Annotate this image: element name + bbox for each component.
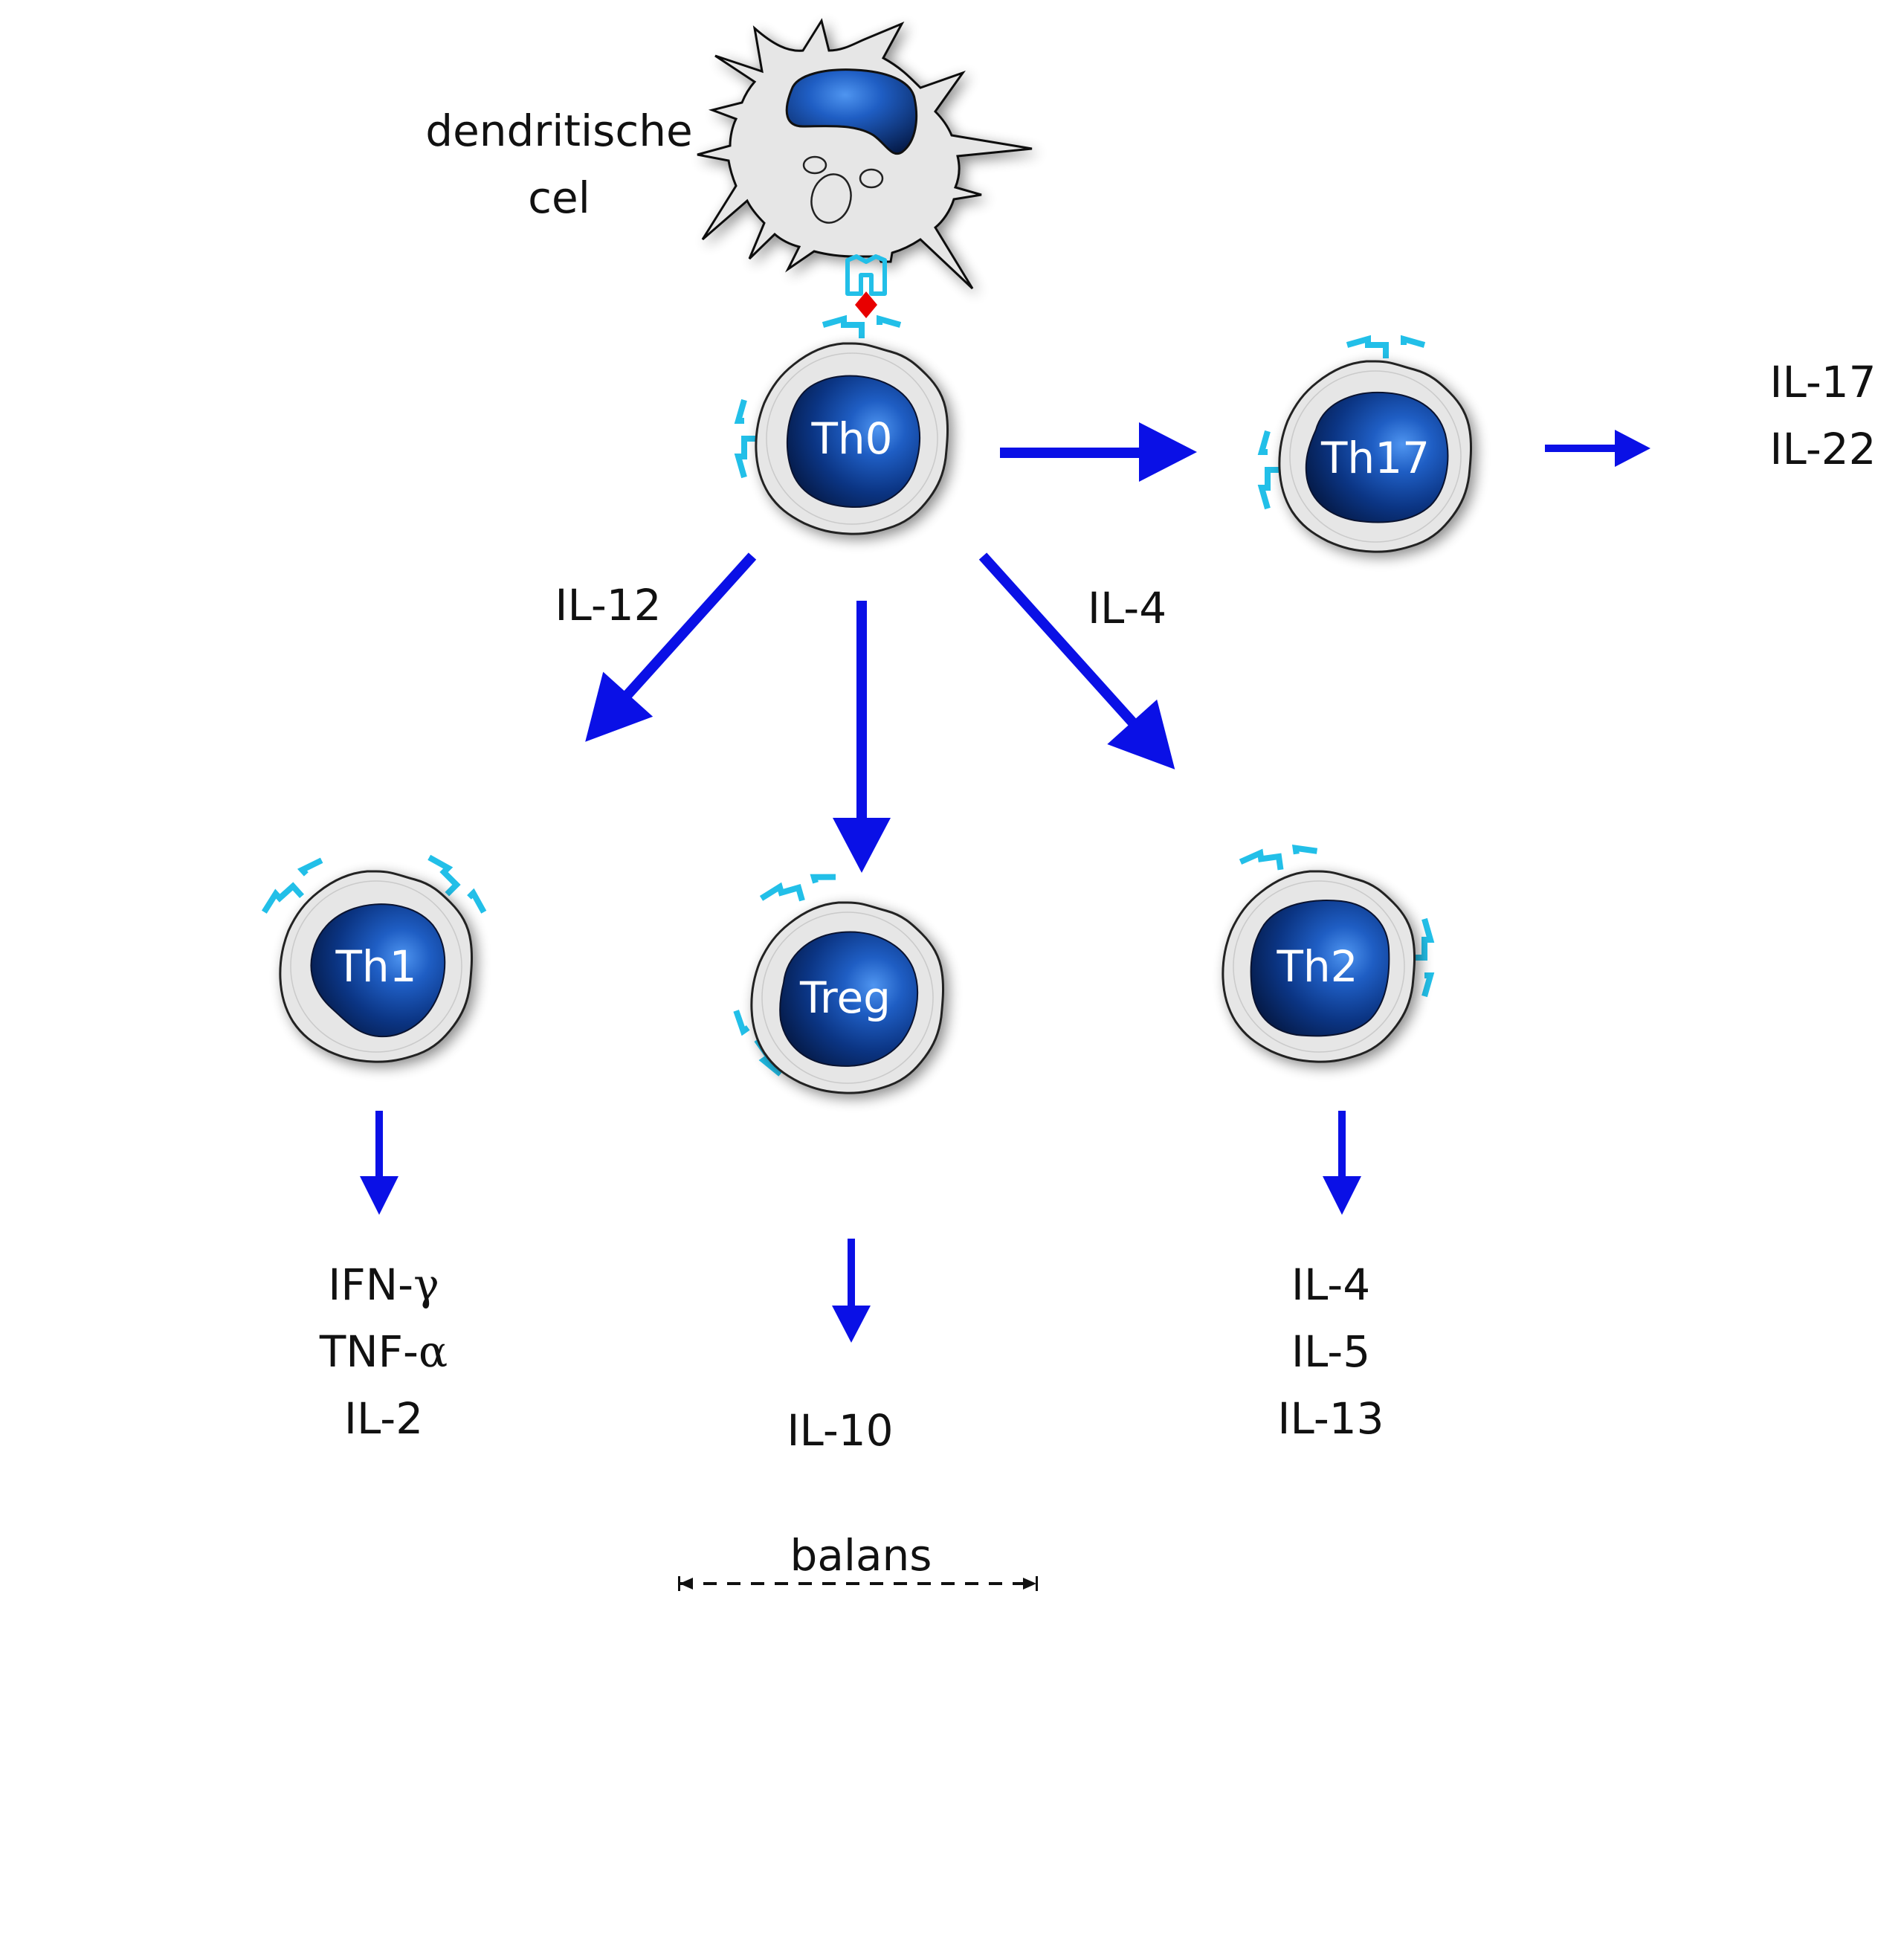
arrow-th0-to-th17 [1000,422,1197,482]
vesicle-small-1 [802,155,827,175]
cytokine-th2-3: IL-13 [1277,1393,1384,1444]
arrow-th0-to-th2 [978,552,1175,769]
cell-th1 [260,854,488,1063]
dendritic-cell [697,18,1033,318]
dendritic-cell-label-line2: cel [528,172,590,223]
antigen-icon [855,291,877,318]
cytokine-th1-2-greek: α [419,1326,448,1377]
arrow-th0-to-treg [833,601,891,873]
arrow-th1-to-cytokines [360,1111,398,1215]
tcr-receptor [823,319,900,338]
cytokine-th1-3: IL-2 [344,1393,423,1444]
cytokine-th2-1: IL-4 [1291,1259,1370,1310]
vesicle-small-2 [859,168,884,189]
th1-label: Th1 [335,941,416,992]
dendritic-cell-nucleus [785,68,918,155]
cytokine-th1-1-prefix: IFN- [328,1259,413,1310]
treg-label: Treg [799,972,891,1023]
cytokines-th17: IL-17 IL-22 [1769,357,1876,474]
mhc-molecule [845,254,887,296]
balance-label: balans [790,1530,932,1581]
nucleus-th17 [1305,391,1449,523]
cytokine-th1-1: IFN-γ [328,1259,439,1310]
arrow-th0-to-th1 [585,552,757,742]
nucleus-th2 [1250,900,1390,1037]
cytokine-th1-2-prefix: TNF- [319,1326,419,1377]
cytokine-th2-2: IL-5 [1291,1326,1370,1377]
cell-th2 [1222,845,1430,1063]
th2-label: Th2 [1276,941,1358,992]
cytokine-treg-1: IL-10 [787,1405,893,1456]
cell-th0 [738,319,949,535]
th0-label: Th0 [810,413,892,464]
nucleus-th1 [310,903,446,1038]
cytokines-th1: IFN-γ TNF-α IL-2 [319,1259,448,1444]
arrow-treg-to-cytokines [832,1239,871,1343]
cytokine-th1-2: TNF-α [319,1326,448,1377]
cell-th17 [1262,339,1473,553]
cell-treg [732,871,945,1094]
th17-label: Th17 [1320,433,1430,483]
cytokine-th17-1: IL-17 [1769,357,1876,407]
cytokines-treg: IL-10 [787,1405,893,1456]
signal-il12: IL-12 [555,580,661,630]
receptor-top [1347,339,1424,358]
dendritic-cell-label-line1: dendritische [425,106,692,156]
cytokines-th2: IL-4 IL-5 IL-13 [1277,1259,1384,1444]
arrow-th17-to-cytokines [1545,430,1650,467]
arrow-th2-to-cytokines [1323,1111,1361,1215]
receptor-left [1262,431,1281,509]
nucleus-th0 [786,375,921,509]
vesicle-large [810,173,852,224]
receptor-left [738,400,758,477]
nucleus-treg [779,931,919,1067]
arrows [360,422,1650,1343]
cytokine-th1-1-greek: γ [413,1259,439,1310]
dendritic-cell-membrane [697,18,1033,290]
cytokine-th17-2: IL-22 [1769,424,1876,474]
signal-il4: IL-4 [1088,583,1166,633]
